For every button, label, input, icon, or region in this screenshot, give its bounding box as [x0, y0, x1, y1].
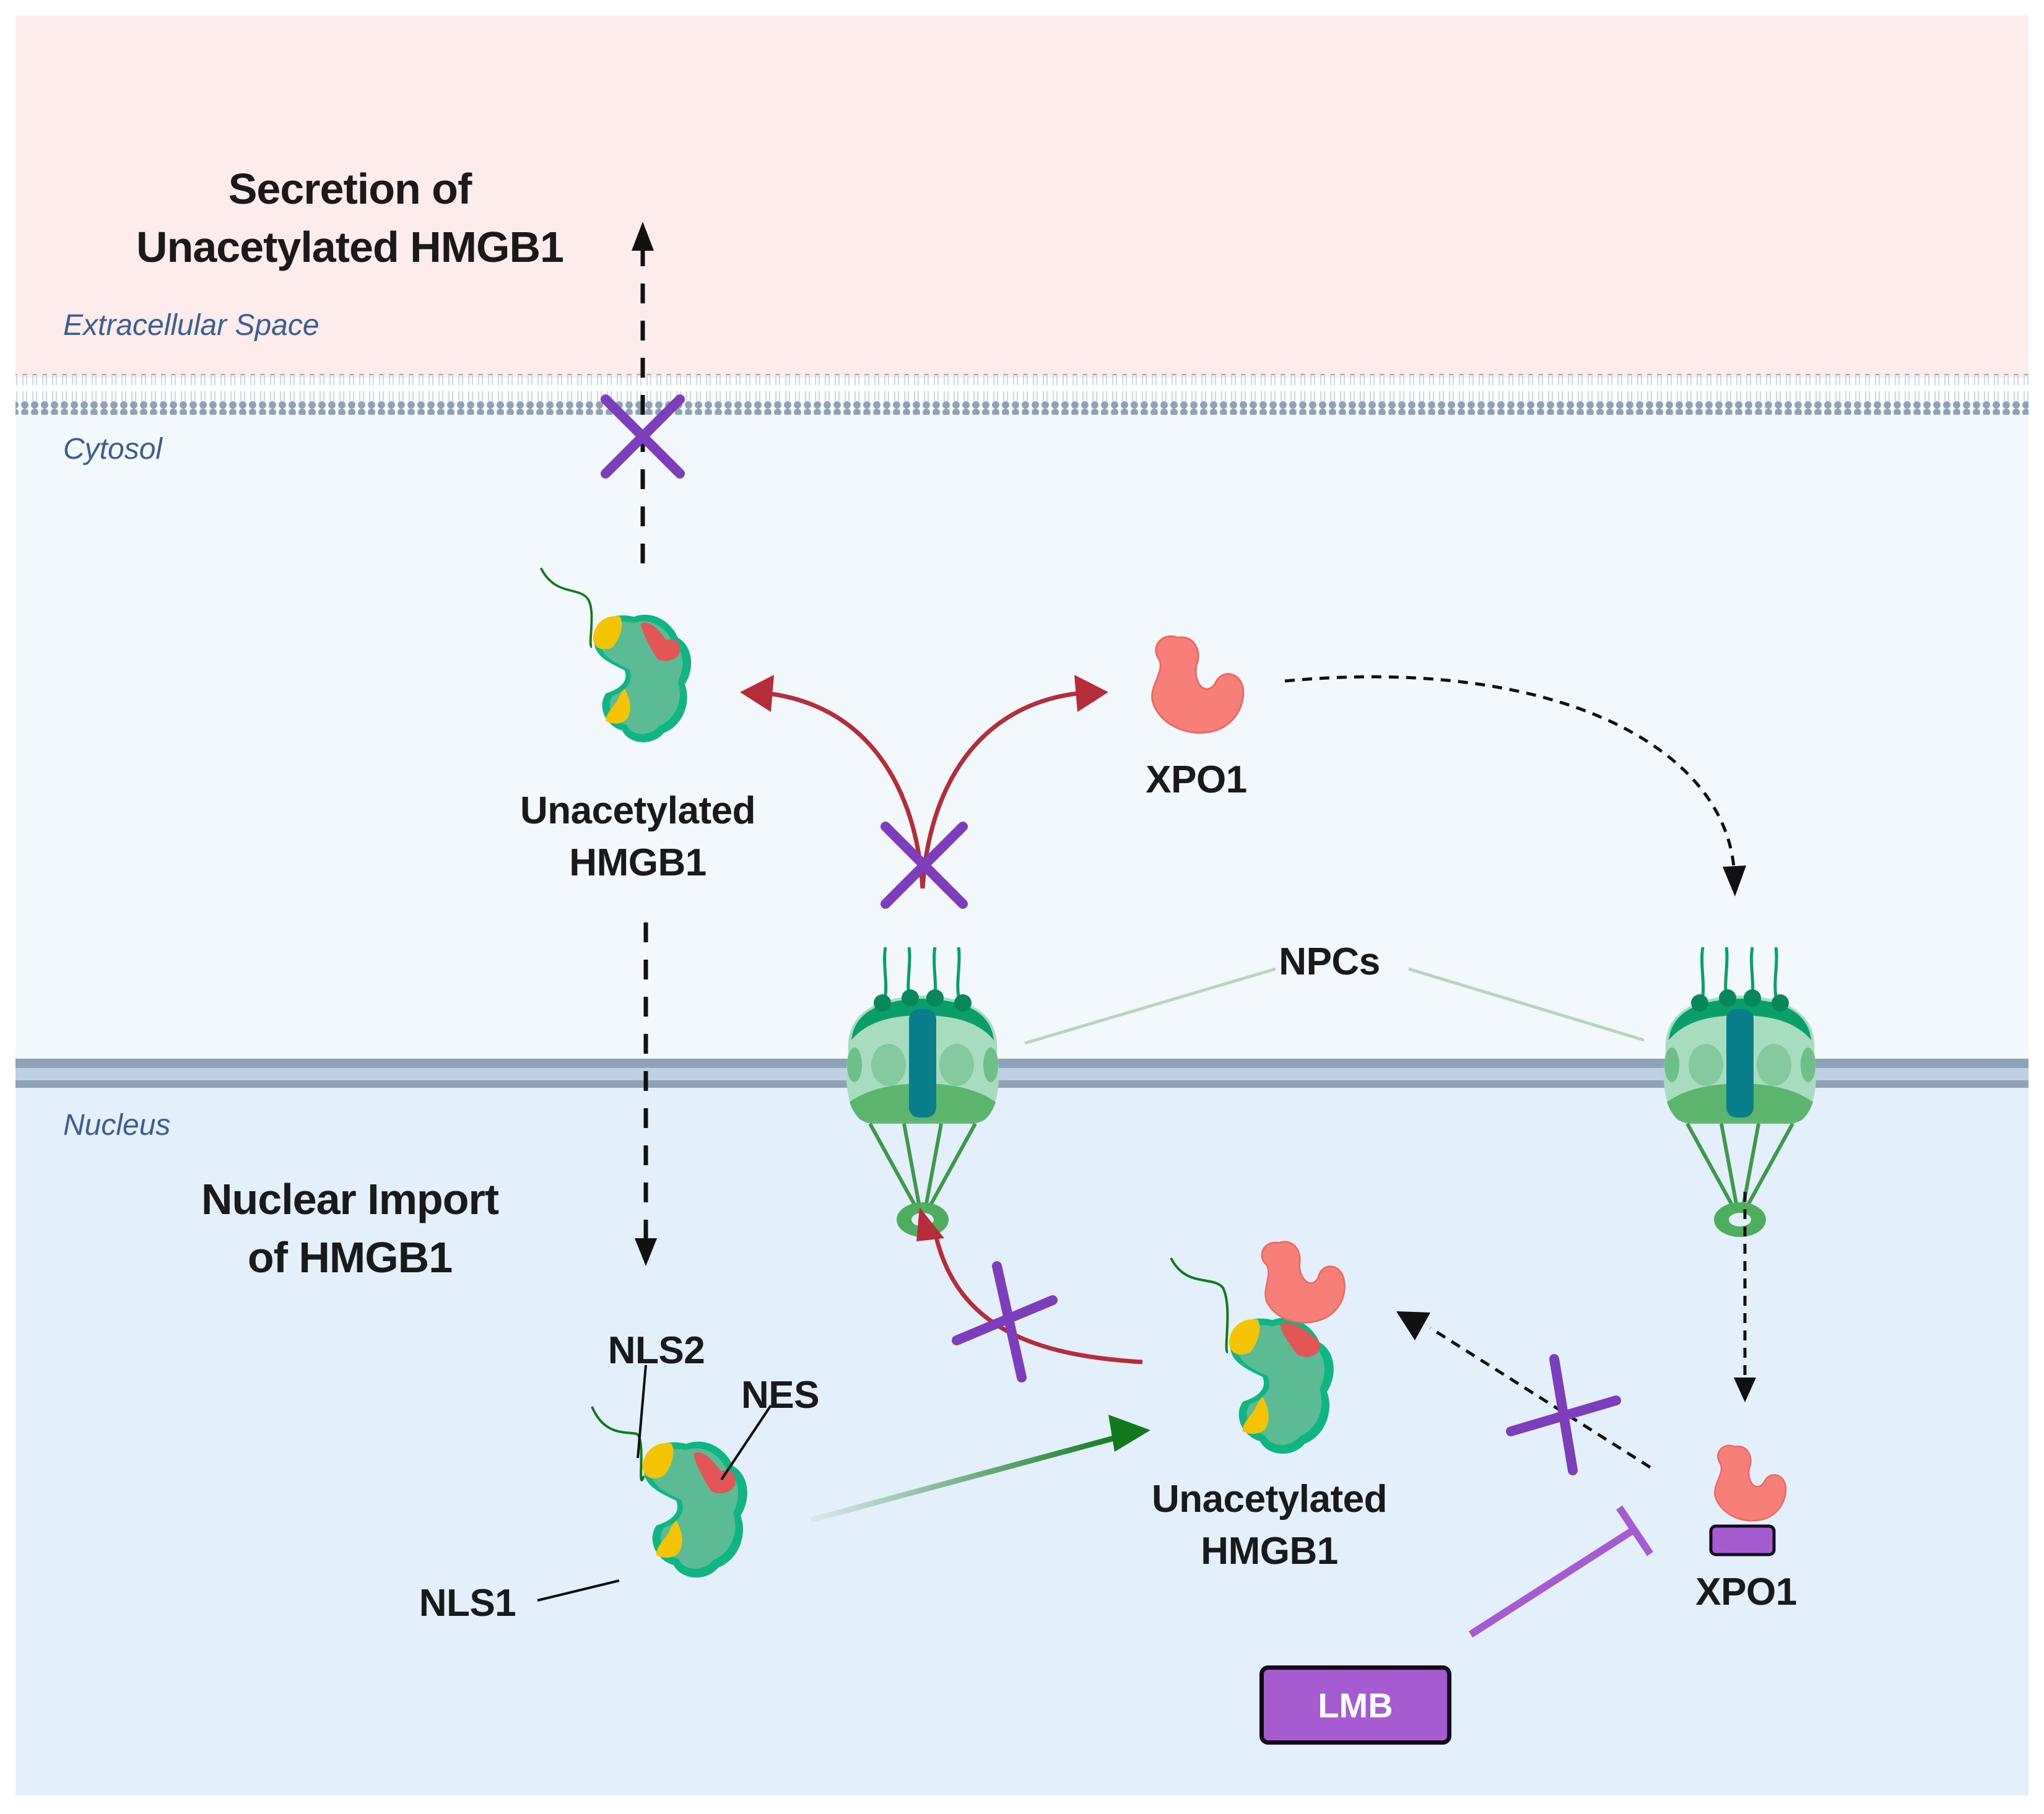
- secretion-heading-line1: Secretion of: [228, 165, 472, 213]
- complex-label-line2: HMGB1: [1201, 1530, 1338, 1573]
- top-hmgb1-label: Unacetylated HMGB1: [483, 785, 793, 889]
- nls2-leader: [637, 1365, 647, 1459]
- lmb-bound-marker: [1709, 1524, 1776, 1556]
- xpo1-to-npc-arrow: [1284, 675, 1736, 867]
- lmb-inhibition-line: [1468, 1525, 1637, 1638]
- hmgb1-nuclear-protein: [591, 1406, 747, 1578]
- nes-label: NES: [741, 1374, 819, 1417]
- nuclear-envelope: [15, 1059, 2029, 1088]
- bottom-xpo1-label: XPO1: [1695, 1571, 1797, 1613]
- nucleus-label: Nucleus: [63, 1109, 171, 1142]
- xpo1-to-complex-arrowhead-icon: [1396, 1311, 1430, 1340]
- secretion-heading: Secretion of Unacetylated HMGB1: [111, 160, 588, 276]
- nuclear-import-heading-line2: of HMGB1: [247, 1233, 453, 1282]
- npc-to-hmgb1-arrow: [767, 691, 925, 889]
- hmgb1-xpo1-complex: [1170, 1231, 1351, 1454]
- npc-to-xpo1-arrowhead-icon: [1074, 675, 1108, 712]
- blocked-complex-export-x-icon: [952, 1261, 1058, 1382]
- nuclear-import-arrowhead-icon: [635, 1238, 657, 1266]
- secretion-arrowhead-icon: [632, 222, 654, 251]
- xpo1-to-complex-arrow: [1429, 1326, 1651, 1469]
- blocked-secretion-x-icon: [601, 394, 685, 479]
- top-hmgb1-label-line2: HMGB1: [569, 841, 707, 884]
- extracellular-label: Extracellular Space: [63, 309, 320, 342]
- cytosol-label: Cytosol: [63, 433, 163, 466]
- hmgb1-cytosol-protein: [539, 567, 692, 742]
- npc-to-hmgb1-arrowhead-icon: [740, 675, 774, 712]
- hmgb1-to-complex-arrow: [810, 1433, 1122, 1523]
- npcs-label: NPCs: [1279, 940, 1380, 983]
- nls2-label: NLS2: [607, 1329, 705, 1372]
- nuclear-import-heading: Nuclear Import of HMGB1: [124, 1170, 576, 1287]
- nucleus-region: [15, 1085, 2029, 1795]
- complex-label: Unacetylated HMGB1: [1115, 1473, 1424, 1577]
- top-xpo1-label: XPO1: [1146, 758, 1247, 801]
- npc-to-nuclear-xpo1-arrowhead-icon: [1734, 1378, 1756, 1402]
- extracellular-region: [15, 15, 2029, 378]
- blocked-binding-x-icon: [1506, 1354, 1621, 1475]
- blocked-export-x-icon: [881, 822, 968, 909]
- npc-to-xpo1-arrow: [920, 691, 1078, 889]
- xpo1-to-npc-arrowhead-icon: [1723, 866, 1746, 896]
- nls1-leader: [537, 1579, 620, 1602]
- top-hmgb1-label-line1: Unacetylated: [520, 789, 755, 832]
- hmgb1-to-complex-arrowhead-icon: [1108, 1415, 1150, 1452]
- nes-leader: [720, 1404, 772, 1481]
- secretion-heading-line2: Unacetylated HMGB1: [136, 223, 564, 271]
- cytosol-region: [15, 414, 2029, 1061]
- plasma-membrane: [15, 374, 2029, 415]
- npcs-leader-right: [1408, 967, 1645, 1042]
- nuclear-import-heading-line1: Nuclear Import: [201, 1175, 499, 1223]
- lmb-box: LMB: [1259, 1665, 1451, 1745]
- complex-label-line1: Unacetylated: [1152, 1478, 1387, 1521]
- nls1-label: NLS1: [419, 1582, 516, 1625]
- lmb-inhibition-bar: [1616, 1505, 1653, 1556]
- npcs-leader-left: [1024, 967, 1276, 1045]
- complex-to-npc-arrowhead-icon: [916, 1207, 944, 1241]
